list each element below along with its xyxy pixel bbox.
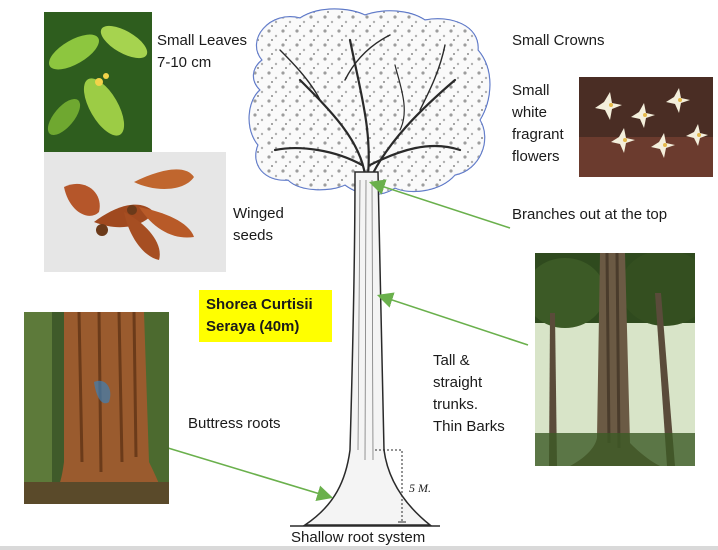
tree-branches [273, 34, 462, 177]
bottom-divider [0, 546, 718, 550]
bark-photo [24, 312, 169, 504]
seeds-photo [44, 152, 226, 272]
winged-seeds-label: Winged seeds [233, 205, 284, 244]
trunks-label: Tall & straight trunks. Thin Barks [433, 352, 505, 435]
leaves-photo [44, 12, 152, 152]
branches-label: Branches out at the top [512, 206, 668, 223]
forest-photo [535, 253, 695, 466]
buttress-roots-label: Buttress roots [188, 415, 281, 432]
buttress-arrow [167, 447, 334, 501]
small-crowns-label: Small Crowns [512, 32, 605, 49]
small-leaves-label: Small Leaves 7-10 cm [157, 32, 248, 71]
flowers-label: Small white fragrant flowers [512, 82, 564, 165]
flowers-photo [579, 77, 713, 177]
root-system-label: Shallow root system [291, 529, 426, 546]
scale-marker [375, 449, 406, 523]
branches-arrow [368, 179, 511, 229]
tree-trunk [302, 171, 433, 526]
pointer-arrows [167, 179, 529, 501]
scale-label: 5 M. [409, 481, 431, 495]
species-name-label: Shorea Curtisii Seraya (40m) [199, 290, 332, 342]
trunk-arrow [376, 292, 529, 346]
